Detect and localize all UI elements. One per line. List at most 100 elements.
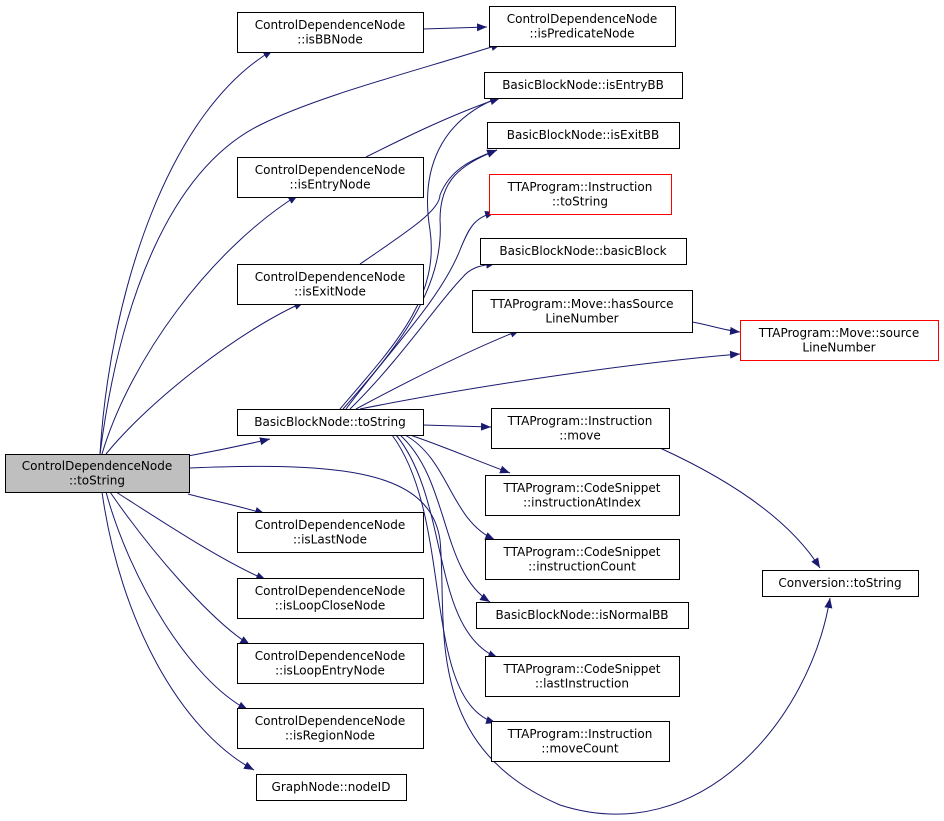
node-label-line: TTAProgram::Instruction — [507, 414, 653, 428]
node-label-line: ControlDependenceNode — [507, 12, 658, 26]
node-label-line: BasicBlockNode::toString — [254, 415, 406, 429]
edge-cdn-tostring-to-cdn-isregionnode — [105, 491, 249, 711]
node-tta-instr-tostring[interactable]: TTAProgram::Instruction::toString — [489, 174, 672, 215]
node-gn-nodeid[interactable]: GraphNode::nodeID — [256, 774, 407, 801]
node-box — [237, 578, 424, 619]
node-cdn-islastnode[interactable]: ControlDependenceNode::isLastNode — [237, 512, 424, 553]
node-cdn-isentrynode[interactable]: ControlDependenceNode::isEntryNode — [237, 157, 424, 198]
node-tta-instr-move[interactable]: TTAProgram::Instruction::move — [491, 408, 670, 449]
node-bbn-isexitbb[interactable]: BasicBlockNode::isExitBB — [487, 122, 680, 149]
edge-bbn-tostring-to-tta-cs-instrcount — [404, 434, 496, 541]
edge-bbn-tostring-to-tta-instr-move — [422, 422, 492, 431]
node-box — [237, 512, 424, 553]
node-cdn-isloopclosenode[interactable]: ControlDependenceNode::isLoopCloseNode — [237, 578, 424, 619]
node-label-line: ::isPredicateNode — [529, 26, 634, 40]
node-label-line: BasicBlockNode::isExitBB — [507, 128, 659, 142]
node-box — [485, 656, 680, 697]
node-conv-tostring[interactable]: Conversion::toString — [762, 570, 919, 597]
edge-cdn-tostring-to-cdn-ispredicatenode — [99, 43, 502, 455]
node-label-line: LineNumber — [545, 311, 618, 325]
node-box — [237, 409, 424, 436]
node-tta-cs-instratindex[interactable]: TTAProgram::CodeSnippet::instructionAtIn… — [485, 475, 680, 516]
node-bbn-tostring[interactable]: BasicBlockNode::toString — [237, 409, 424, 436]
node-box — [491, 721, 670, 762]
edge-cdn-tostring-to-cdn-isloopclosenode — [115, 491, 267, 581]
edge-cdn-tostring-to-gn-nodeid — [101, 491, 255, 771]
node-label-line: ::isExitNode — [294, 284, 366, 298]
node-tta-cs-instrcount[interactable]: TTAProgram::CodeSnippet::instructionCoun… — [485, 539, 680, 580]
node-box — [485, 475, 680, 516]
node-box — [480, 238, 687, 265]
node-tta-cs-lastinstr[interactable]: TTAProgram::CodeSnippet::lastInstruction — [485, 656, 680, 697]
edge-bbn-tostring-to-bbn-isentrybb — [339, 96, 501, 410]
node-label-line: ::instructionCount — [528, 559, 636, 573]
node-box — [256, 774, 407, 801]
node-box — [740, 320, 939, 361]
node-box — [476, 602, 689, 629]
edge-tta-instr-move-to-conv-tostring — [659, 447, 821, 569]
node-label-line: ::isLoopCloseNode — [275, 598, 385, 612]
node-label-line: ::isEntryNode — [290, 177, 371, 191]
edge-cdn-tostring-to-cdn-isentrynode — [101, 194, 299, 455]
node-box — [762, 570, 919, 597]
node-cdn-isregionnode[interactable]: ControlDependenceNode::isRegionNode — [237, 708, 424, 749]
node-label-line: BasicBlockNode::isEntryBB — [502, 78, 664, 92]
edge-bbn-tostring-to-tta-move-hassourceline — [355, 329, 521, 410]
node-cdn-isbbnode[interactable]: ControlDependenceNode::isBBNode — [237, 12, 424, 53]
edge-cdn-tostring-to-cdn-isloopentrynode — [109, 491, 251, 646]
node-label-line: TTAProgram::CodeSnippet — [502, 662, 660, 676]
edge-bbn-tostring-to-tta-cs-instratindex — [409, 434, 511, 474]
edge-bbn-tostring-to-tta-cs-lastinstr — [395, 434, 499, 659]
edges-layer — [99, 23, 833, 815]
node-bbn-basicblock[interactable]: BasicBlockNode::basicBlock — [480, 238, 687, 265]
node-label-line: ControlDependenceNode — [255, 270, 406, 284]
edge-cdn-tostring-to-bbn-tostring — [187, 437, 271, 457]
node-label-line: BasicBlockNode::basicBlock — [499, 244, 666, 258]
edge-bbn-tostring-to-tta-instr-movecount — [391, 434, 497, 724]
node-cdn-isloopentrynode[interactable]: ControlDependenceNode::isLoopEntryNode — [237, 643, 424, 684]
node-box — [491, 408, 670, 449]
node-label-line: LineNumber — [802, 340, 875, 354]
node-box — [489, 174, 672, 215]
node-label-line: ::isBBNode — [297, 32, 362, 46]
node-label-line: ControlDependenceNode — [255, 714, 406, 728]
nodes-layer: ControlDependenceNode::toStringControlDe… — [5, 6, 939, 801]
edge-bbn-tostring-to-bbn-basicblock — [349, 260, 497, 410]
node-box — [237, 12, 424, 53]
node-label-line: ControlDependenceNode — [22, 459, 173, 473]
node-box — [472, 290, 693, 333]
node-label-line: ::moveCount — [541, 741, 619, 755]
edge-cdn-tostring-to-cdn-isexitnode — [105, 301, 305, 455]
node-label-line: ::instructionAtIndex — [523, 495, 641, 509]
edge-tta-move-hassourceline-to-tta-move-sourceline — [691, 321, 741, 335]
node-box — [489, 6, 676, 47]
node-box — [484, 72, 683, 99]
edge-cdn-tostring-to-cdn-isbbnode — [99, 49, 274, 455]
node-cdn-tostring[interactable]: ControlDependenceNode::toString — [5, 454, 190, 493]
node-box — [485, 539, 680, 580]
edge-bbn-tostring-to-bbn-isnormalbb — [399, 434, 491, 603]
node-cdn-ispredicatenode[interactable]: ControlDependenceNode::isPredicateNode — [489, 6, 676, 47]
node-label-line: TTAProgram::Move::hasSource — [489, 297, 673, 311]
node-label-line: TTAProgram::Instruction — [507, 727, 653, 741]
edge-cdn-tostring-to-conv-tostring — [189, 465, 833, 815]
node-tta-instr-movecount[interactable]: TTAProgram::Instruction::moveCount — [491, 721, 670, 762]
node-bbn-isentrybb[interactable]: BasicBlockNode::isEntryBB — [484, 72, 683, 99]
node-box — [5, 454, 190, 493]
node-bbn-isnormalbb[interactable]: BasicBlockNode::isNormalBB — [476, 602, 689, 629]
node-label-line: ::move — [559, 428, 601, 442]
node-label-line: BasicBlockNode::isNormalBB — [495, 608, 668, 622]
node-label-line: ::toString — [552, 194, 608, 208]
edge-cdn-isentrynode-to-bbn-isentrybb — [365, 97, 501, 158]
node-label-line: ControlDependenceNode — [255, 163, 406, 177]
edge-bbn-tostring-to-tta-move-sourceline — [359, 350, 741, 410]
node-cdn-isexitnode[interactable]: ControlDependenceNode::isExitNode — [237, 264, 424, 305]
node-label-line: ::toString — [69, 473, 125, 487]
node-label-line: ::lastInstruction — [535, 676, 629, 690]
node-label-line: Conversion::toString — [778, 576, 901, 590]
node-box — [237, 708, 424, 749]
node-box — [237, 157, 424, 198]
